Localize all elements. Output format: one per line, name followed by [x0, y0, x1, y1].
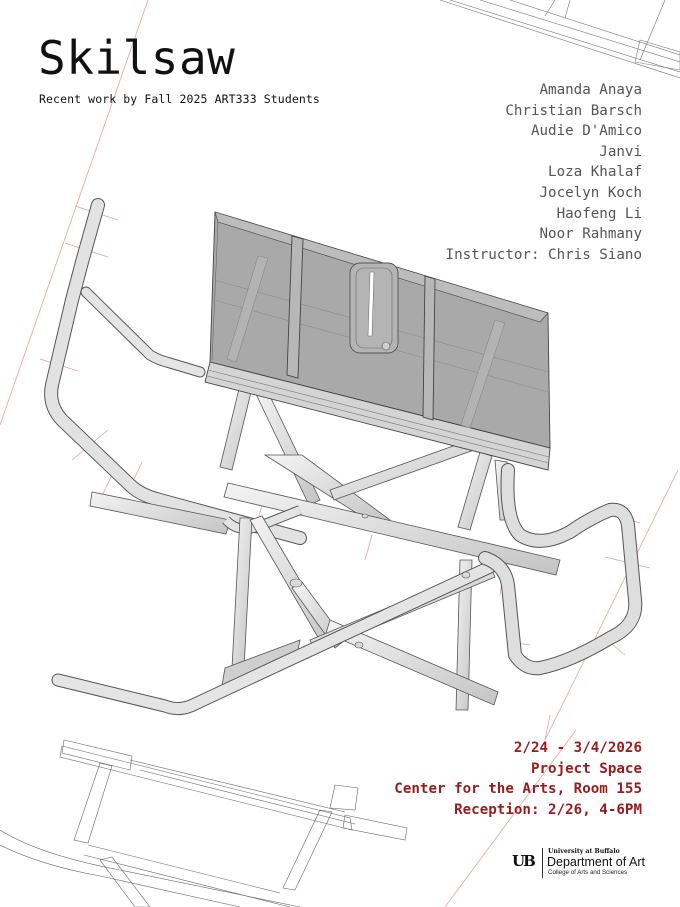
participant-name: Janvi	[599, 143, 642, 160]
poster-title: Skilsaw	[38, 31, 236, 85]
logo-divider	[542, 848, 543, 878]
table-outline-top-right	[439, 0, 680, 79]
right-serpentine-tube	[478, 463, 643, 676]
frame-tubes-back	[219, 384, 513, 531]
left-bent-tube	[44, 198, 307, 545]
event-venue: Project Space	[530, 760, 642, 777]
ub-logo-icon: UB	[512, 852, 536, 870]
lower-bent-tube	[51, 560, 497, 716]
participant-list: Amanda Anaya Christian Barsch Audie D'Am…	[446, 80, 642, 265]
department-name: Department of Art	[547, 855, 645, 869]
table-outline-bottom-left	[0, 739, 408, 907]
university-name: University at Buffalo	[548, 848, 620, 855]
participant-name: Haofeng Li	[556, 205, 642, 222]
fixtures	[289, 513, 471, 649]
participant-name: Amanda Anaya	[539, 82, 643, 98]
instructor-name: Instructor: Chris Siano	[445, 246, 642, 263]
poster-subtitle: Recent work by Fall 2025 ART333 Students	[39, 92, 320, 106]
participant-name: Jocelyn Koch	[539, 184, 643, 201]
event-dates: 2/24 - 3/4/2026	[513, 740, 642, 756]
participant-name: Christian Barsch	[505, 102, 642, 119]
participant-name: Loza Khalaf	[548, 164, 642, 181]
event-location: Center for the Arts, Room 155	[394, 781, 642, 798]
saw-table-top	[204, 211, 551, 471]
participant-name: Noor Rahmany	[539, 226, 643, 243]
participant-name: Audie D'Amico	[530, 123, 642, 140]
college-name: College of Arts and Sciences	[548, 869, 628, 876]
event-reception: Reception: 2/26, 4-6PM	[454, 801, 642, 818]
event-details: 2/24 - 3/4/2026 Project Space Center for…	[394, 738, 642, 820]
frame-tubes-front	[89, 482, 561, 711]
ub-department-logo: UB University at Buffalo Department of A…	[512, 848, 662, 882]
